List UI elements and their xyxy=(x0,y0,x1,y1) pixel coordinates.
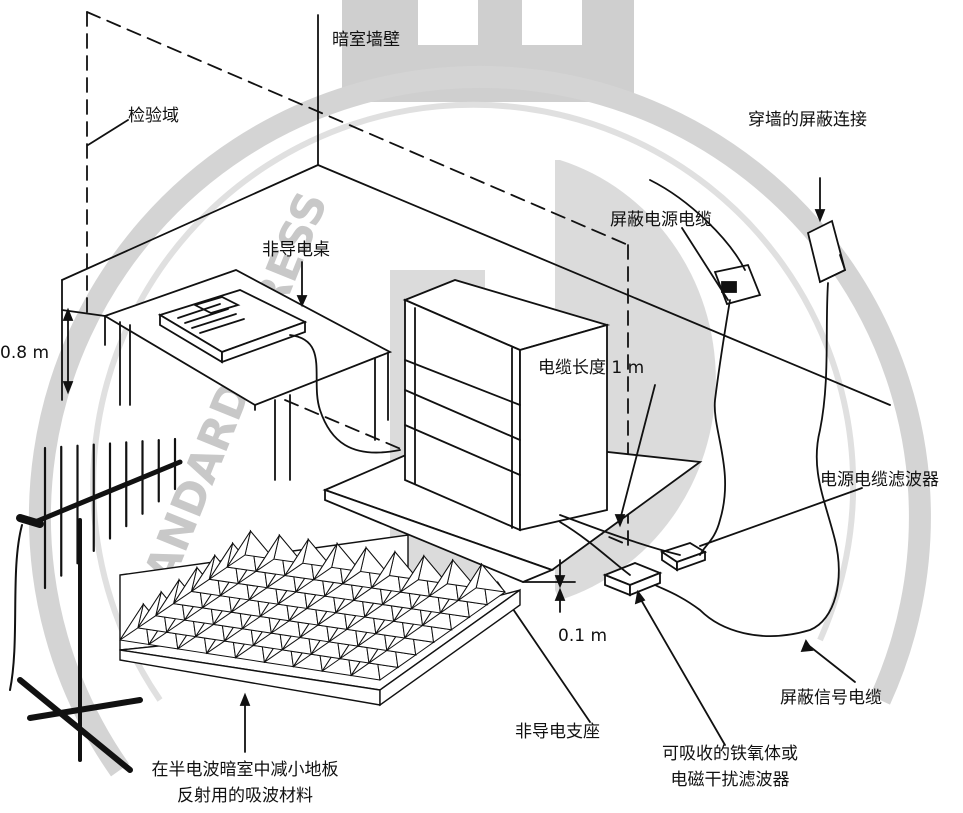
absorber-pyramid-face xyxy=(208,543,234,580)
wall-feedthrough-label: 穿墙的屏蔽连接 xyxy=(748,110,867,130)
absorber-pyramid-face xyxy=(173,567,198,604)
shielded-signal-cable xyxy=(654,282,840,637)
ferrite-filter-box xyxy=(602,562,663,597)
absorber-pyramid-face xyxy=(255,535,280,572)
shielded-power-cable xyxy=(699,299,731,556)
absorber-label-line2: 反射用的吸波材料 xyxy=(177,786,313,806)
support-height-label: 0.1 m xyxy=(558,626,607,646)
ferrite-filter-label-line2: 电磁干扰滤波器 xyxy=(670,770,790,790)
ferrite-filter-label-line1: 可吸收的铁氧体或 xyxy=(662,744,798,764)
absorber-pyramid-face xyxy=(400,555,425,593)
table-equipment xyxy=(157,289,308,364)
shielded-power-cable-outside xyxy=(649,179,746,271)
nonconductive-table-label: 非导电桌 xyxy=(262,240,330,260)
absorber-pyramid-face xyxy=(284,539,309,576)
absorber-label-line1: 在半电波暗室中减小地板 xyxy=(151,760,339,780)
absorber-pyramid-face xyxy=(457,563,483,601)
absorber-pyramid-face xyxy=(342,547,367,585)
chamber-wall-lines xyxy=(61,14,891,406)
eut-signal-cable xyxy=(559,521,631,576)
power-cable-filter-label: 电源电缆滤波器 xyxy=(820,470,939,490)
absorber-pyramid-face xyxy=(226,530,252,568)
cable-length-leader xyxy=(614,384,656,528)
absorber-material xyxy=(119,529,521,707)
absorber-pyramid-face xyxy=(155,579,180,617)
absorber-pyramid-face xyxy=(428,559,454,597)
table-equipment-cable xyxy=(289,334,401,454)
absorber-pyramid-face xyxy=(371,551,396,589)
absorber-pyramid-face xyxy=(137,591,162,629)
table-height-dimension xyxy=(61,307,106,395)
test-volume-label: 检验域 xyxy=(128,106,179,126)
table-height-label: 0.8 m xyxy=(0,343,49,363)
power-filter-box xyxy=(659,542,708,572)
absorber-pyramid-face xyxy=(313,543,338,581)
shielded-power-cable-label: 屏蔽电源电缆 xyxy=(610,210,712,230)
log-periodic-antenna xyxy=(9,437,183,773)
absorber-pyramid-face xyxy=(119,603,144,641)
power-outlet-box xyxy=(713,263,762,306)
support-height-dimension xyxy=(522,559,576,613)
nonconductive-support-label: 非导电支座 xyxy=(515,722,600,742)
chamber-wall-label: 暗室墙壁 xyxy=(332,30,400,50)
eut-power-cable xyxy=(559,514,681,556)
shielded-signal-cable-label: 屏蔽信号电缆 xyxy=(780,688,882,708)
absorber-pyramid-face xyxy=(191,555,216,592)
eut-cabinet xyxy=(402,279,611,532)
wall-feedthrough-box xyxy=(806,177,847,284)
cable-length-label: 电缆长度 1 m xyxy=(538,358,645,378)
